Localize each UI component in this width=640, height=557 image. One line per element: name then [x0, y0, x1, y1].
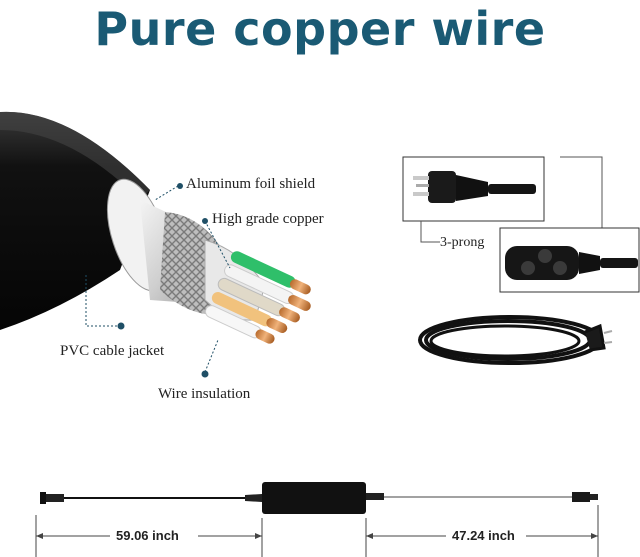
- c5-plug-right: [572, 492, 590, 502]
- leader-copper: [204, 220, 231, 269]
- page-title: Pure copper wire: [94, 2, 546, 56]
- label-pvc-cable-jacket: PVC cable jacket: [60, 343, 165, 359]
- leader-foil: [154, 185, 179, 201]
- dc-plug-left: [40, 492, 46, 504]
- dimension-right-length: 47.24 inch: [452, 528, 515, 543]
- nema-plug-image: [413, 171, 536, 203]
- c5-connector-image: [505, 246, 638, 280]
- label-high-grade-copper: High grade copper: [212, 211, 324, 227]
- leader-insulation: [204, 339, 219, 373]
- label-aluminum-foil-shield: Aluminum foil shield: [186, 176, 316, 192]
- conductors: [205, 251, 311, 344]
- power-adapter-brick: [262, 482, 366, 514]
- label-3-prong: 3-prong: [440, 235, 485, 250]
- leader-pvc: [85, 275, 118, 327]
- coiled-power-cord-image: [418, 315, 613, 365]
- dimension-left-length: 59.06 inch: [116, 528, 179, 543]
- label-wire-insulation: Wire insulation: [158, 386, 251, 402]
- panel-connector-line: [420, 156, 603, 243]
